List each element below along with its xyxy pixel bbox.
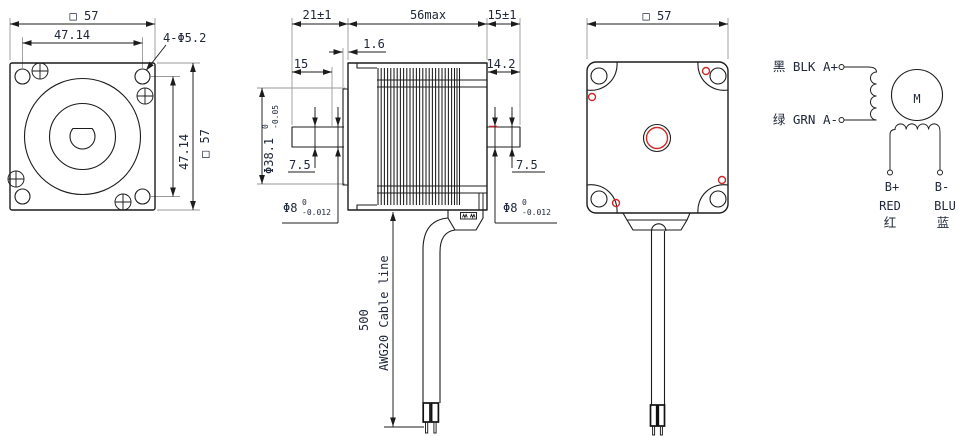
hole-callout-leader	[145, 44, 167, 71]
rear-shaft-dia-value: Φ8	[503, 201, 517, 215]
front-shaft-tol-dn: -0.012	[302, 208, 331, 217]
dim-hole-pitch-v-label: 47.14	[177, 134, 191, 170]
rear-shaft-tol-up: 0	[522, 198, 527, 207]
dim-front-height-label: □ 57	[198, 129, 212, 158]
pilot-tol-dn: -0.05	[271, 105, 280, 129]
mounting-hole	[14, 68, 31, 85]
b-minus-wire-label: BLU	[934, 199, 956, 213]
cable-housing-label	[460, 212, 477, 220]
shaft-d-circle	[69, 127, 96, 150]
dim-rear-end-label: 15±1	[488, 8, 517, 22]
side-view: 21±1 56max 15±1 1.6 15 14.2 7.5 7.5 Φ38.…	[257, 8, 557, 434]
b-minus-label: B-	[935, 180, 949, 194]
rear-shaft-tol-dn: -0.012	[522, 208, 551, 217]
dim-body-length-label: 56max	[410, 8, 446, 22]
dim-front-width-label: □ 57	[70, 9, 99, 23]
coil-phase-b	[889, 123, 941, 170]
coil-phase-a	[844, 66, 877, 121]
rear-center-hole	[645, 126, 669, 150]
front-view: □ 57 47.14 4-Φ5.2 47.14 □ 57	[7, 9, 212, 211]
b-plus-label: B+	[885, 180, 899, 194]
mounting-hole	[709, 67, 727, 85]
hole-callout-label: 4-Φ5.2	[163, 31, 206, 45]
dim-rear-offset-label: 7.5	[516, 158, 538, 172]
cable-note-label: AWG20 Cable line	[377, 255, 391, 371]
screw-hole-red	[587, 92, 597, 102]
motor-body	[347, 62, 488, 211]
b-plus-wire-label: RED	[879, 199, 901, 213]
screw-hole-red	[701, 66, 711, 76]
cable	[422, 217, 456, 403]
endcap-step	[356, 63, 377, 210]
rear-outline	[586, 61, 729, 214]
motor-letter: M	[913, 92, 920, 106]
phase-a-plus-label: 黑 BLK A+	[773, 59, 838, 74]
pilot-dia-value: Φ38.1	[262, 138, 276, 174]
pilot-tol-up: 0	[261, 124, 270, 129]
rear-shaft-dim-lines	[494, 107, 557, 224]
terminal-a-minus	[838, 117, 845, 123]
terminal-b-plus	[887, 169, 893, 176]
dim-hole-pitch-h-label: 47.14	[54, 28, 90, 42]
housing-marks	[462, 213, 476, 219]
mounting-hole	[134, 188, 151, 205]
screw-hole-red	[717, 175, 727, 185]
mounting-hole	[590, 67, 608, 85]
dim-front-flat-label: 15	[294, 57, 308, 71]
terminal-a-plus	[838, 64, 845, 70]
b-minus-cn-label: 蓝	[937, 215, 950, 230]
phase-a-minus-label: 绿 GRN A-	[773, 112, 838, 127]
rear-shaft-dia-label: Φ8 0 -0.012	[503, 198, 551, 217]
mounting-hole	[134, 68, 151, 85]
mounting-hole	[709, 190, 727, 208]
terminal-b-minus	[937, 169, 943, 176]
front-outline	[9, 62, 156, 211]
front-shaft	[291, 126, 344, 148]
mounting-hole	[14, 188, 31, 205]
flange-circle	[23, 77, 142, 196]
cable-housing	[447, 209, 484, 231]
rear-center-boss	[642, 123, 672, 153]
front-shaft-dim-lines	[282, 107, 339, 224]
stator-laminations	[377, 68, 461, 205]
corner-scallops	[586, 61, 729, 214]
pilot-boss-circle	[48, 102, 117, 171]
mounting-hole	[590, 190, 608, 208]
dim-rear-width-label: □ 57	[643, 9, 672, 23]
pilot-boss	[342, 88, 349, 186]
wire-connectors	[649, 404, 666, 436]
motor-symbol-circle	[890, 68, 944, 122]
front-shaft-dia-label: Φ8 0 -0.012	[283, 198, 331, 217]
rear-shaft	[487, 126, 521, 148]
assembly-screws	[7, 62, 154, 211]
rear-cable	[650, 231, 666, 405]
b-plus-cn-label: 红	[884, 215, 897, 230]
front-shaft-dia-value: Φ8	[283, 201, 297, 215]
dim-boss-height-label: 1.6	[363, 37, 385, 51]
dim-front-offset-label: 7.5	[289, 158, 311, 172]
dim-front-end-label: 21±1	[303, 8, 332, 22]
rear-cable-housing	[622, 212, 691, 231]
wire-connectors	[422, 402, 440, 434]
dim-rear-flat-label: 14.2	[487, 57, 516, 71]
cable-length-label: 500	[357, 309, 371, 331]
front-extension-lines	[9, 18, 200, 211]
screw-hole-red	[611, 198, 621, 208]
rear-view: □ 57	[586, 9, 729, 436]
wiring-diagram: 黑 BLK A+ 绿 GRN A- M B+ B- RED BLU 红 蓝	[773, 59, 956, 230]
pilot-dia-label: Φ38.1 0 -0.05	[261, 105, 280, 174]
cable-gland-arc	[650, 223, 667, 232]
front-shaft-tol-up: 0	[302, 198, 307, 207]
